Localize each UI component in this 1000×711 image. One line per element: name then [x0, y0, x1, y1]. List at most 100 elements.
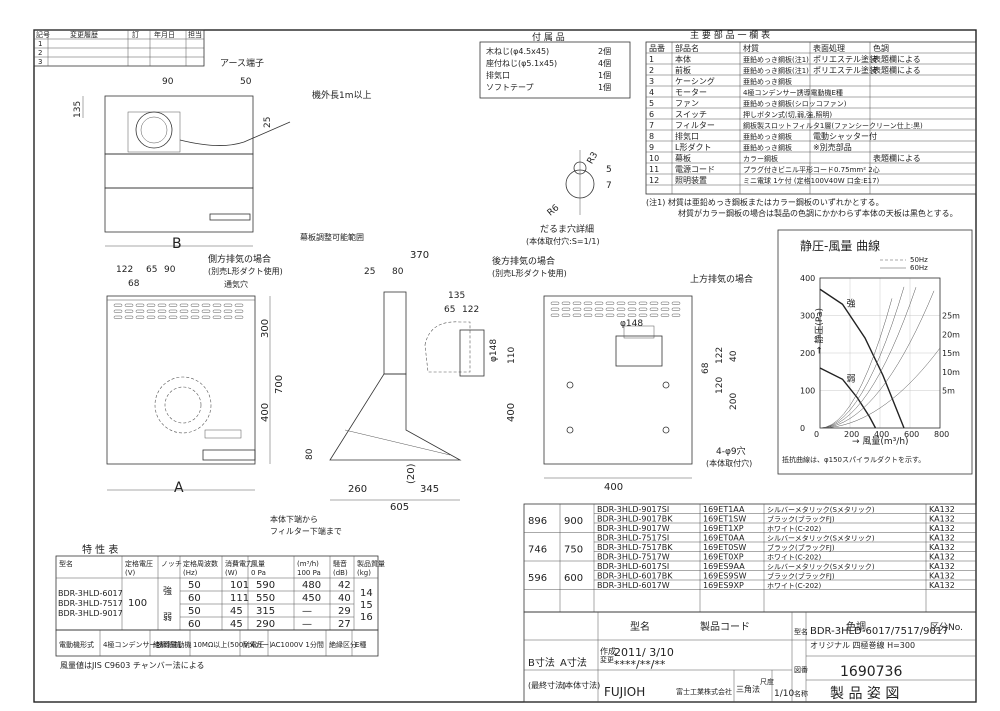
tb-drawing-title: 製 品 姿 図	[830, 686, 899, 702]
vent-slot	[649, 301, 659, 305]
label-daruma-sub: (本体取付穴:S=1/1)	[526, 236, 600, 246]
vent-slot	[594, 313, 604, 317]
vent-slot	[616, 313, 626, 317]
models-cell: ホワイト(C-202)	[767, 554, 822, 562]
chart-xlabel: → 風量(m³/h)	[852, 436, 909, 447]
parts-cell: カラー鋼板	[743, 154, 778, 163]
x-tick-label: 200	[844, 430, 859, 439]
vent-slot	[179, 315, 189, 319]
series-line-1	[819, 367, 877, 429]
vent-slot	[671, 307, 681, 311]
parts-header: 色調	[873, 43, 889, 53]
parts-cell: 1	[649, 55, 654, 64]
vent-slot	[113, 315, 123, 319]
vent-slot	[190, 309, 200, 313]
vent-slot	[572, 307, 582, 311]
vent-slot	[113, 303, 123, 307]
spec-header: (V)	[125, 569, 136, 577]
spec-footer-cell: 絶縁抵抗	[153, 640, 181, 649]
models-cell: KA132	[929, 562, 955, 571]
spec-cell: 315	[256, 606, 275, 617]
spec-footer-cell: 絶縁区分	[329, 640, 357, 649]
models-b: 596	[528, 573, 547, 584]
dim-370: 370	[410, 250, 429, 261]
label-filter-1: 本体下端から	[270, 514, 318, 524]
spec-cell: 290	[256, 619, 275, 630]
models-cell: KA132	[929, 572, 955, 581]
parts-cell: 表題欄による	[873, 153, 921, 163]
spec-header: 0 Pa	[251, 569, 266, 577]
spec-header: 定格周波数	[183, 559, 218, 568]
models-h-model: 型名	[630, 620, 650, 633]
parts-cell: 亜鉛めっき鋼板(シロッコファン)	[743, 99, 847, 108]
dim-135: 135	[73, 101, 83, 118]
tb-company: FUJIOH	[604, 685, 645, 699]
spec-header: 100 Pa	[297, 569, 321, 577]
vent-slot	[157, 315, 167, 319]
vent-slot	[550, 313, 560, 317]
parts-cell: ポリエステル塗装	[813, 54, 877, 64]
dim-80: 80	[392, 267, 404, 277]
dim-A: A	[174, 480, 184, 496]
spec-cell: 42	[338, 580, 351, 591]
tb-model-label: 型名	[794, 627, 808, 636]
vent-slot	[223, 309, 233, 313]
spec-cell: 45	[230, 619, 243, 630]
vent-slot	[671, 301, 681, 305]
spec-model: BDR-3HLD-9017	[58, 609, 123, 618]
spec-cell: 101	[230, 580, 249, 591]
rev-s1: 1	[38, 40, 42, 48]
x-tick-label: 800	[934, 430, 949, 439]
vent-slot	[561, 307, 571, 311]
parts-cell: 3	[649, 77, 654, 86]
dim-700: 700	[274, 375, 285, 394]
parts-cell: 亜鉛めっき鋼板	[743, 143, 792, 152]
spec-title: 特 性 表	[82, 543, 118, 556]
chart-title: 静圧-風量 曲線	[800, 238, 880, 253]
dim-90b: 90	[164, 265, 176, 275]
vent-slot	[212, 309, 222, 313]
parts-title: 主 要 部 品 一 欄 表	[690, 29, 770, 41]
models-cell: 169ET1SW	[703, 515, 746, 524]
vent-slot	[168, 309, 178, 313]
series-label: 強	[847, 297, 856, 309]
vent-slot	[113, 309, 123, 313]
models-cell: 169ES9XP	[703, 581, 744, 590]
vent-slot	[616, 307, 626, 311]
vent-slot	[627, 307, 637, 311]
label-holes: 4-φ9穴	[716, 445, 746, 457]
dim-148b: φ148	[620, 319, 643, 329]
y-tick-label: 0	[800, 424, 805, 433]
tb-revised-label: (最終寸法)	[528, 680, 566, 690]
daruma-detail: R3 R6 7 5 だるま穴詳細 (本体取付穴:S=1/1)	[526, 150, 612, 246]
vent-slot	[168, 303, 178, 307]
series-line-0	[819, 288, 905, 429]
label-earth: アース端子	[220, 57, 264, 69]
spec-header: 型名	[59, 559, 73, 568]
label-side-exhaust-sub: (別売L形ダクト使用)	[208, 266, 283, 276]
vent-slot	[583, 301, 593, 305]
models-h-code: 製品コード	[700, 620, 750, 633]
tb-a-label: A寸法	[560, 656, 587, 669]
vent-slot	[212, 303, 222, 307]
parts-cell: 表題欄による	[873, 65, 921, 75]
tb-projection: 三角法	[736, 684, 760, 694]
models-cell: ブラック(ブラックFJ)	[767, 543, 835, 552]
rev-h4: 担当	[188, 30, 202, 39]
vent-slot	[234, 315, 244, 319]
spec-header: (W)	[225, 569, 238, 577]
duct-curve	[819, 298, 893, 429]
duct-curve	[819, 286, 905, 429]
parts-cell: 4	[649, 88, 654, 97]
dim-110: 110	[507, 347, 517, 364]
y-tick-label: 400	[800, 274, 815, 283]
parts-cell: モーター	[675, 88, 707, 97]
dim-300: 300	[260, 319, 271, 338]
vent-slot	[605, 301, 615, 305]
rev-h1: 変更履歴	[70, 30, 98, 39]
spec-footer-cell: 4極コンデンサー誘導電動機	[103, 640, 191, 649]
acc-r2v: 1個	[598, 70, 611, 80]
tb-drawing-no: 1690736	[840, 664, 902, 680]
models-cell: BDR-3HLD-9017BK	[597, 515, 673, 524]
vent-slot	[660, 301, 670, 305]
